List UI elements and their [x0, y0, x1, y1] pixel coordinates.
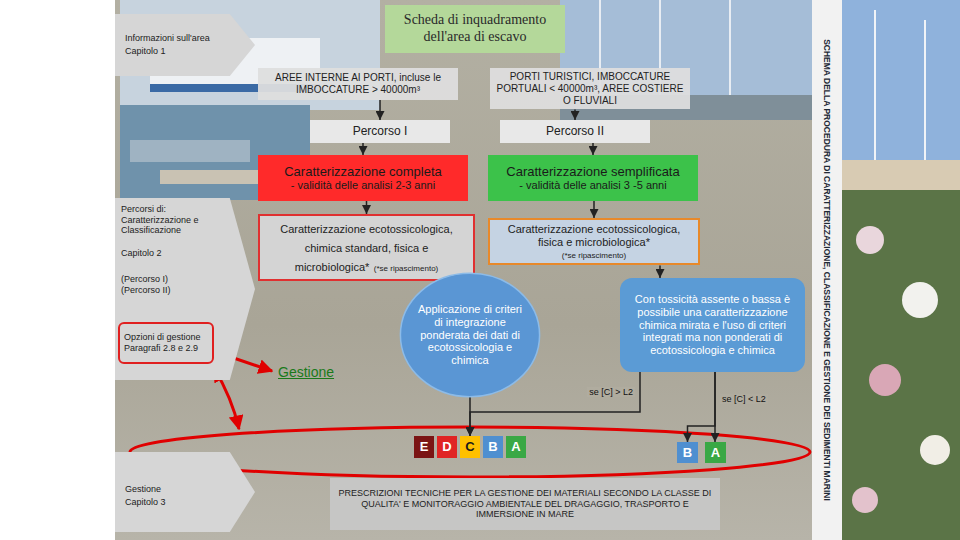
path-box: Percorso II: [500, 120, 650, 143]
class-box: B: [677, 442, 698, 463]
area-box: AREE INTERNE AI PORTI, incluse le IMBOCC…: [258, 68, 458, 100]
options-box: Opzioni di gestione Paragrafi 2.8 e 2.9: [118, 322, 214, 364]
prescription-box: PRESCRIZIONI TECNICHE PER LA GESTIONE DE…: [330, 478, 720, 530]
section-label: Gestione: [278, 364, 334, 380]
text-group: Caratterizzazione ecotossicologica, chim…: [266, 219, 467, 276]
node-text: Scheda di inquadramento dell'area di esc…: [391, 12, 559, 45]
node-text: Caratterizzazione semplificata: [506, 164, 679, 179]
chapter-arrow: GestioneCapitolo 3: [115, 452, 255, 532]
chapter-arrow: Percorsi di: Caratterizzazione e Classif…: [115, 198, 255, 380]
flow-arrow: [659, 265, 661, 278]
arrow-outline: [115, 14, 255, 76]
node-text: PORTI TURISTICI, IMBOCCATURE PORTUALI < …: [496, 71, 684, 106]
flow-arrow: [714, 372, 716, 442]
node-text: C: [465, 439, 474, 454]
title-box: Scheda di inquadramento dell'area di esc…: [385, 5, 565, 53]
node-text: B: [488, 439, 497, 454]
class-box: B: [483, 436, 503, 458]
node-text: Applicazione di criteri di integrazione …: [417, 303, 523, 368]
node-text: Caratterizzazione ecotossicologica, fisi…: [496, 223, 692, 249]
analysis-box: Caratterizzazione ecotossicologica, chim…: [258, 214, 475, 281]
flow-arrow: [592, 143, 594, 155]
title-strip: SCHEMA DELLA PROCEDURA DI CARATTERIZZAZI…: [812, 0, 842, 540]
node-subtext: (*se ripascimento): [562, 251, 626, 260]
node-text: A: [711, 445, 720, 460]
flow-arrow: [366, 201, 368, 214]
node-subtext: Capitolo 2: [121, 248, 162, 259]
flow-arrow: [379, 100, 381, 120]
analysis-box: Caratterizzazione ecotossicologica, fisi…: [488, 218, 700, 265]
node-text: E: [420, 439, 429, 454]
node-text: PRESCRIZIONI TECNICHE PER LA GESTIONE DE…: [338, 488, 712, 520]
flow-arrow: [362, 143, 364, 155]
class-box: A: [705, 442, 726, 463]
node-text: A: [511, 439, 520, 454]
node-subtext: Capitolo 3: [125, 497, 166, 508]
node-text: Gestione: [125, 484, 161, 495]
note-box: Con tossicità assente o bassa è possibil…: [620, 278, 805, 372]
node-subtext: Capitolo 1: [125, 46, 166, 57]
node-subtext: (Percorso I) (Percorso II): [121, 274, 201, 295]
node-text: AREE INTERNE AI PORTI, incluse le IMBOCC…: [264, 72, 452, 96]
flow-arrow: [593, 201, 595, 218]
edge-label: se [C] < L2: [720, 394, 768, 404]
node-subtext: - validità delle analisi 3 -5 anni: [519, 179, 666, 192]
edge-label: se [C] > L2: [587, 387, 635, 397]
node-subtext: - validità delle analisi 2-3 anni: [291, 179, 435, 192]
flow-arrow: [688, 372, 716, 442]
class-box: C: [460, 436, 480, 458]
node-text: Caratterizzazione completa: [284, 164, 442, 179]
class-box: D: [437, 436, 457, 458]
node-text: Percorsi di: Caratterizzazione e Classif…: [121, 204, 225, 236]
node-text: Con tossicità assente o bassa è possibil…: [628, 293, 797, 358]
class-box: A: [506, 436, 526, 458]
path-box: Percorso I: [310, 120, 450, 143]
node-text: Opzioni di gestione Paragrafi 2.8 e 2.9: [124, 332, 208, 353]
node-subtext: (*se ripascimento): [374, 264, 438, 273]
node-text: Informazioni sull'area: [125, 33, 210, 44]
diagram-title: SCHEMA DELLA PROCEDURA DI CARATTERIZZAZI…: [812, 0, 842, 540]
class-box: E: [414, 436, 434, 458]
flow-arrow: [574, 109, 576, 120]
characterization-box: Caratterizzazione completa- validità del…: [258, 155, 468, 201]
node-text: D: [442, 439, 451, 454]
area-box: PORTI TURISTICI, IMBOCCATURE PORTUALI < …: [490, 68, 690, 109]
node-text: Percorso I: [353, 124, 408, 138]
node-text: Percorso II: [546, 124, 604, 138]
characterization-box: Caratterizzazione semplificata- validità…: [488, 155, 698, 201]
chapter-arrow: Informazioni sull'areaCapitolo 1: [115, 14, 255, 76]
node-text: B: [683, 445, 692, 460]
criteria-circle: Applicazione di criteri di integrazione …: [399, 272, 541, 398]
